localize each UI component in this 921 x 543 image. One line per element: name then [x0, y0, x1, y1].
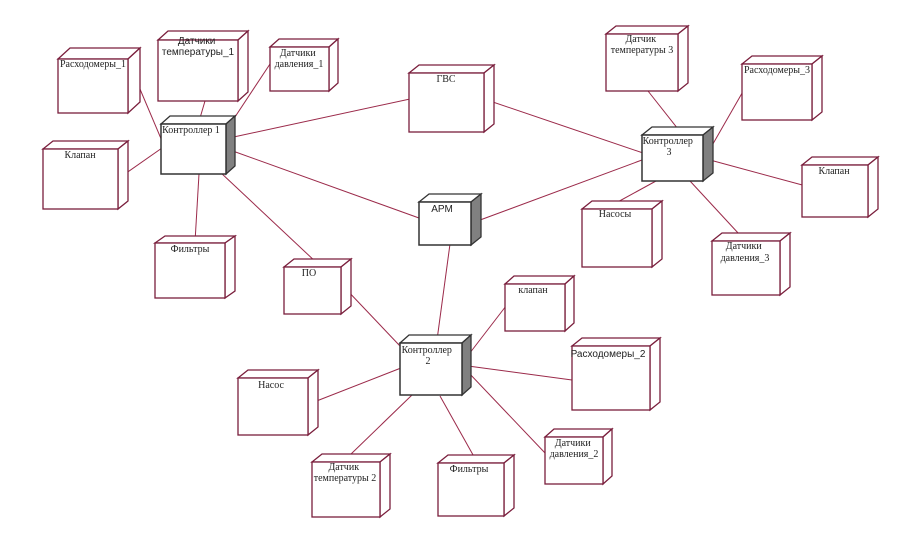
- node-label: Расходомеры_1: [60, 59, 126, 70]
- edge-kontroller2-rashodomery2: [467, 365, 573, 381]
- connections: [121, 63, 807, 463]
- node-label: Контроллер 3: [643, 136, 696, 158]
- edge-kontroller2-klapan2: [465, 305, 507, 359]
- node-kontroller-2[interactable]: Контроллер 2: [398, 333, 473, 397]
- node-rashodomery-1[interactable]: Расходомеры_1: [56, 46, 142, 115]
- node-klapan-2[interactable]: клапан: [503, 274, 576, 333]
- node-label: Насос: [258, 380, 284, 391]
- edge-kontroller3-nasosy: [613, 180, 657, 205]
- edge-kontroller3-klapan3: [709, 159, 807, 187]
- node-label: Датчики давления_2: [550, 438, 599, 460]
- node-datchiki-davl-3[interactable]: Датчики давления_3: [710, 231, 792, 297]
- edge-kontroller1-gvs: [228, 98, 411, 139]
- node-datchiki-davl-1[interactable]: Датчики давления_1: [268, 37, 340, 93]
- edge-kontroller1-arm: [229, 149, 420, 219]
- edge-kontroller2-filtry2: [439, 395, 478, 463]
- node-filtry-1[interactable]: Фильтры: [152, 234, 238, 300]
- node-label: ПО: [302, 268, 316, 279]
- node-kontroller-3[interactable]: Контроллер 3: [640, 125, 715, 183]
- edge-arm-kontroller2: [436, 243, 451, 341]
- node-label: Клапан: [64, 150, 96, 161]
- node-klapan-3[interactable]: Клапан: [800, 155, 880, 219]
- node-label: Расходомеры_2: [571, 349, 646, 360]
- edge-po-kontroller2: [343, 286, 401, 347]
- node-label: Насосы: [599, 209, 632, 220]
- node-arm[interactable]: АРМ: [417, 192, 483, 247]
- node-label: Фильтры: [171, 244, 210, 255]
- node-gvs[interactable]: ГВС: [407, 63, 496, 134]
- edge-kontroller2-datchik-temp2: [349, 394, 413, 456]
- node-datchiki-temp-1[interactable]: Датчики температуры_1: [156, 29, 250, 103]
- node-label: Расходомеры_3: [744, 65, 810, 76]
- node-po[interactable]: ПО: [282, 257, 353, 316]
- node-label: Фильтры: [450, 464, 489, 475]
- edge-kontroller1-filtry: [194, 173, 200, 243]
- node-label: Датчик температуры 3: [611, 34, 674, 56]
- edge-kontroller1-po: [219, 171, 319, 265]
- node-rashodomery-3[interactable]: Расходомеры_3: [740, 54, 824, 122]
- node-datchik-temp-2[interactable]: Датчик температуры 2: [310, 452, 392, 519]
- node-label: ГВС: [436, 74, 455, 85]
- node-label: клапан: [518, 285, 548, 296]
- edge-kontroller1-datchiki-temp1: [199, 100, 206, 119]
- node-klapan-1[interactable]: Клапан: [41, 139, 130, 211]
- edge-kontroller2-datchiki-davl2: [467, 371, 547, 455]
- node-rashodomery-2[interactable]: Расходомеры_2: [570, 336, 662, 412]
- node-datchik-temp-3[interactable]: Датчик температуры 3: [604, 24, 690, 93]
- node-kontroller-1[interactable]: Контроллер 1: [159, 114, 237, 176]
- edge-kontroller3-datchik-temp3: [647, 90, 679, 130]
- edge-arm-kontroller3: [471, 159, 643, 224]
- node-nasosy[interactable]: Насосы: [580, 199, 664, 269]
- node-label: Датчики температуры_1: [162, 36, 235, 58]
- node-label: Датчики давления_1: [275, 48, 324, 70]
- node-label: АРМ: [431, 204, 453, 215]
- node-label: Клапан: [818, 166, 850, 177]
- edge-kontroller1-rashodomery1: [136, 81, 163, 142]
- edge-kontroller2-nasos: [313, 367, 402, 403]
- node-label: Контроллер 1: [162, 125, 220, 136]
- node-label: Датчики давления_3: [721, 241, 770, 264]
- edge-kontroller3-datchiki-davl3: [689, 180, 740, 235]
- node-filtry-2[interactable]: Фильтры: [436, 453, 516, 518]
- node-label: Контроллер 2: [402, 345, 455, 367]
- node-nasos[interactable]: Насос: [236, 368, 320, 437]
- node-label: Датчик температуры 2: [314, 462, 377, 484]
- edge-gvs-kontroller3: [483, 98, 647, 155]
- node-datchiki-davl-2[interactable]: Датчики давления_2: [543, 427, 614, 486]
- edge-kontroller1-klapan: [121, 147, 163, 177]
- edge-kontroller1-datchiki-davl1: [230, 63, 271, 124]
